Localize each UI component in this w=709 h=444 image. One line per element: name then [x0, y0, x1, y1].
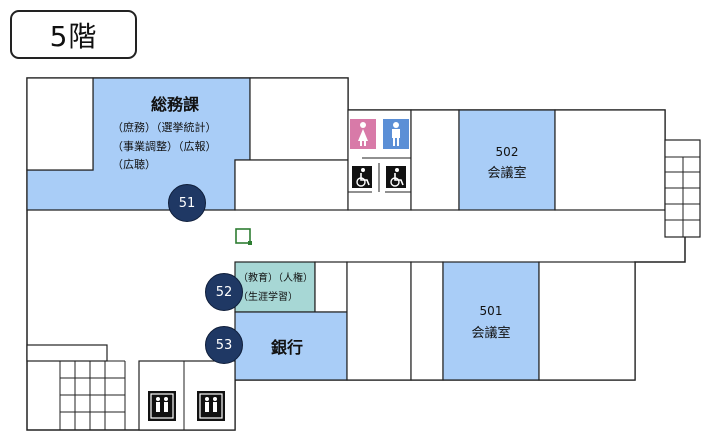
staircase-right-steps: [665, 156, 700, 237]
room-education: [234, 261, 316, 313]
general-affairs-duties-1: （庶務）（選挙統計）: [112, 121, 217, 134]
room-number-badge-52: 52: [205, 273, 243, 311]
staircase-left-steps: [27, 360, 126, 430]
floor-label: 5階: [10, 10, 137, 59]
room-502-left: [410, 109, 460, 211]
general-affairs-duties-3: （広聴）: [112, 158, 156, 171]
room-number-badge-53: 53: [205, 326, 243, 364]
meeting-501-number: 501: [479, 304, 503, 318]
bank-title: 銀行: [270, 338, 303, 357]
room-502: [458, 109, 556, 211]
education-duties-1: （教育）（人権）: [238, 273, 313, 284]
room-502-right: [554, 109, 666, 211]
here-marker-icon: [235, 228, 251, 244]
room-upper-left: [26, 77, 94, 171]
room-upper-middle: [249, 77, 349, 161]
room-beside-education: [314, 261, 348, 313]
male-restroom-icon: [383, 119, 409, 149]
meeting-502-name: 会議室: [487, 166, 527, 181]
accessible-restroom-icon: [352, 166, 372, 188]
general-affairs-duties-2: （事業調整）（広報）: [112, 140, 217, 153]
room-bank: [234, 311, 348, 381]
room-lower-b: [410, 261, 444, 381]
meeting-501-name: 会議室: [471, 326, 511, 341]
meeting-502-number: 502: [495, 145, 519, 159]
room-lower-a: [346, 261, 412, 381]
room-small: [234, 159, 349, 211]
room-501: [442, 261, 540, 381]
general-affairs-title: 総務課: [150, 95, 199, 114]
elevator-icon: [197, 391, 225, 421]
female-restroom-icon: [350, 119, 376, 149]
staircase-left: [26, 344, 108, 362]
accessible-restroom-icon: [386, 166, 406, 188]
elevator-icon: [148, 391, 176, 421]
education-duties-2: （生涯学習）: [238, 292, 298, 303]
room-number-badge-51: 51: [168, 184, 206, 222]
room-501-right: [538, 261, 636, 381]
